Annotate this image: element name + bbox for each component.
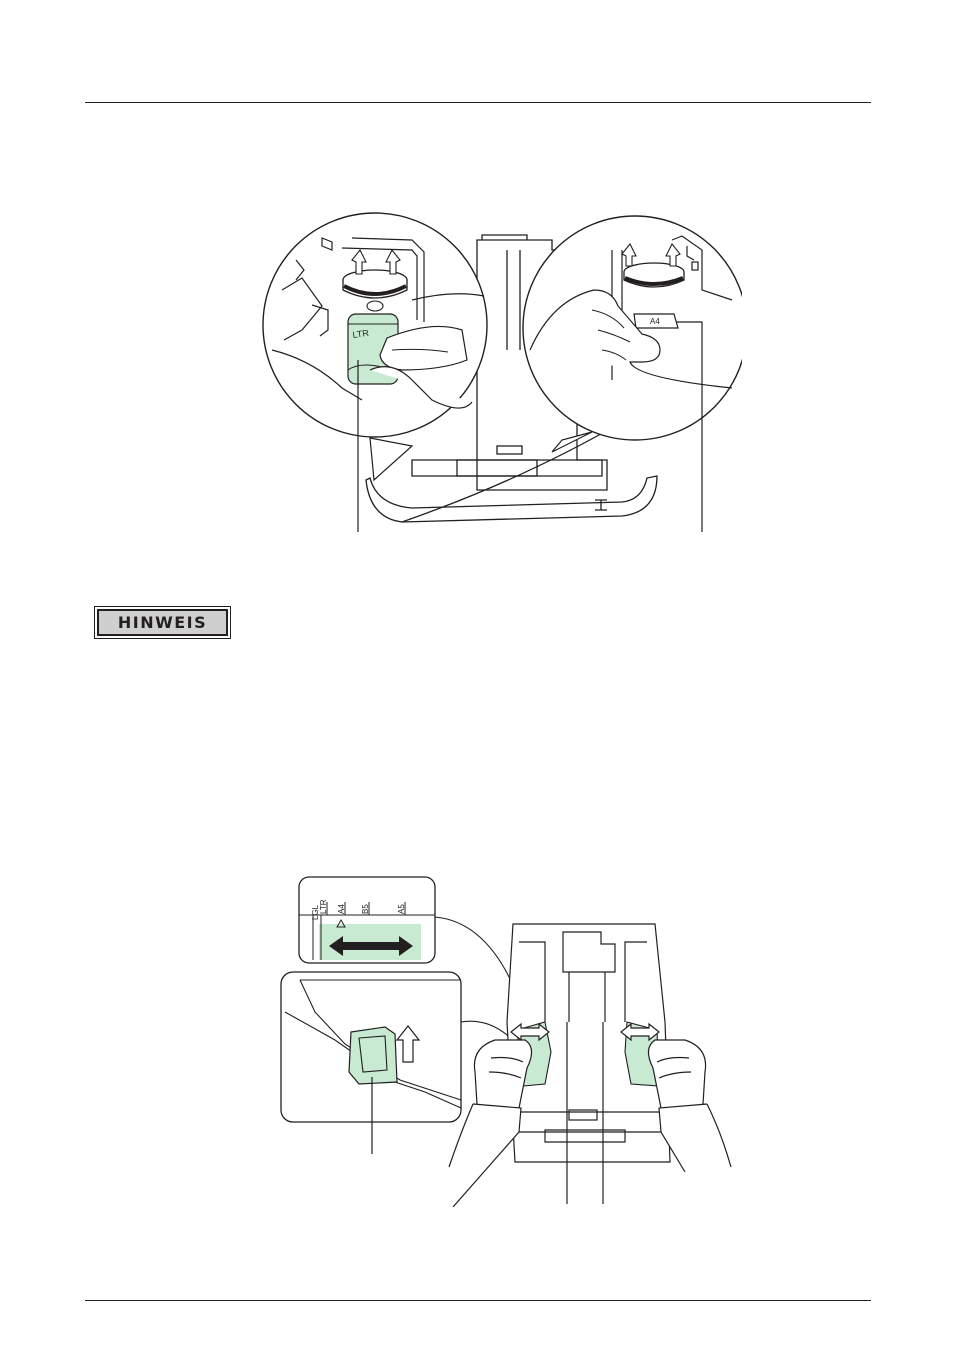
scale-label-ltr: LTR	[319, 899, 328, 914]
paper-size-dial-illustration: LTR A4	[262, 212, 742, 532]
paper-tray	[506, 923, 671, 1163]
scale-label-lgl: LGL	[311, 904, 320, 920]
footer-rule	[85, 1300, 871, 1301]
dial-label-ltr: LTR	[352, 328, 370, 340]
right-zoom-circle: A4	[522, 215, 742, 453]
dial-label-a4: A4	[650, 317, 660, 326]
paper-width-guide-illustration: LGL LTR A4 B5 A5	[280, 876, 732, 1207]
size-scale-inset: LGL LTR A4 B5 A5	[298, 876, 521, 1003]
scale-label-a5: A5	[397, 904, 406, 914]
double-arrow-icon	[329, 936, 413, 956]
left-zoom-circle: LTR	[262, 212, 488, 482]
guide-lever-inset	[280, 971, 516, 1123]
scale-label-a4: A4	[337, 904, 346, 914]
scale-label-b5: B5	[361, 904, 370, 914]
note-badge: HINWEIS	[94, 606, 231, 639]
note-badge-label: HINWEIS	[97, 609, 228, 636]
up-arrow-icon	[395, 1025, 421, 1063]
header-rule	[85, 102, 871, 103]
